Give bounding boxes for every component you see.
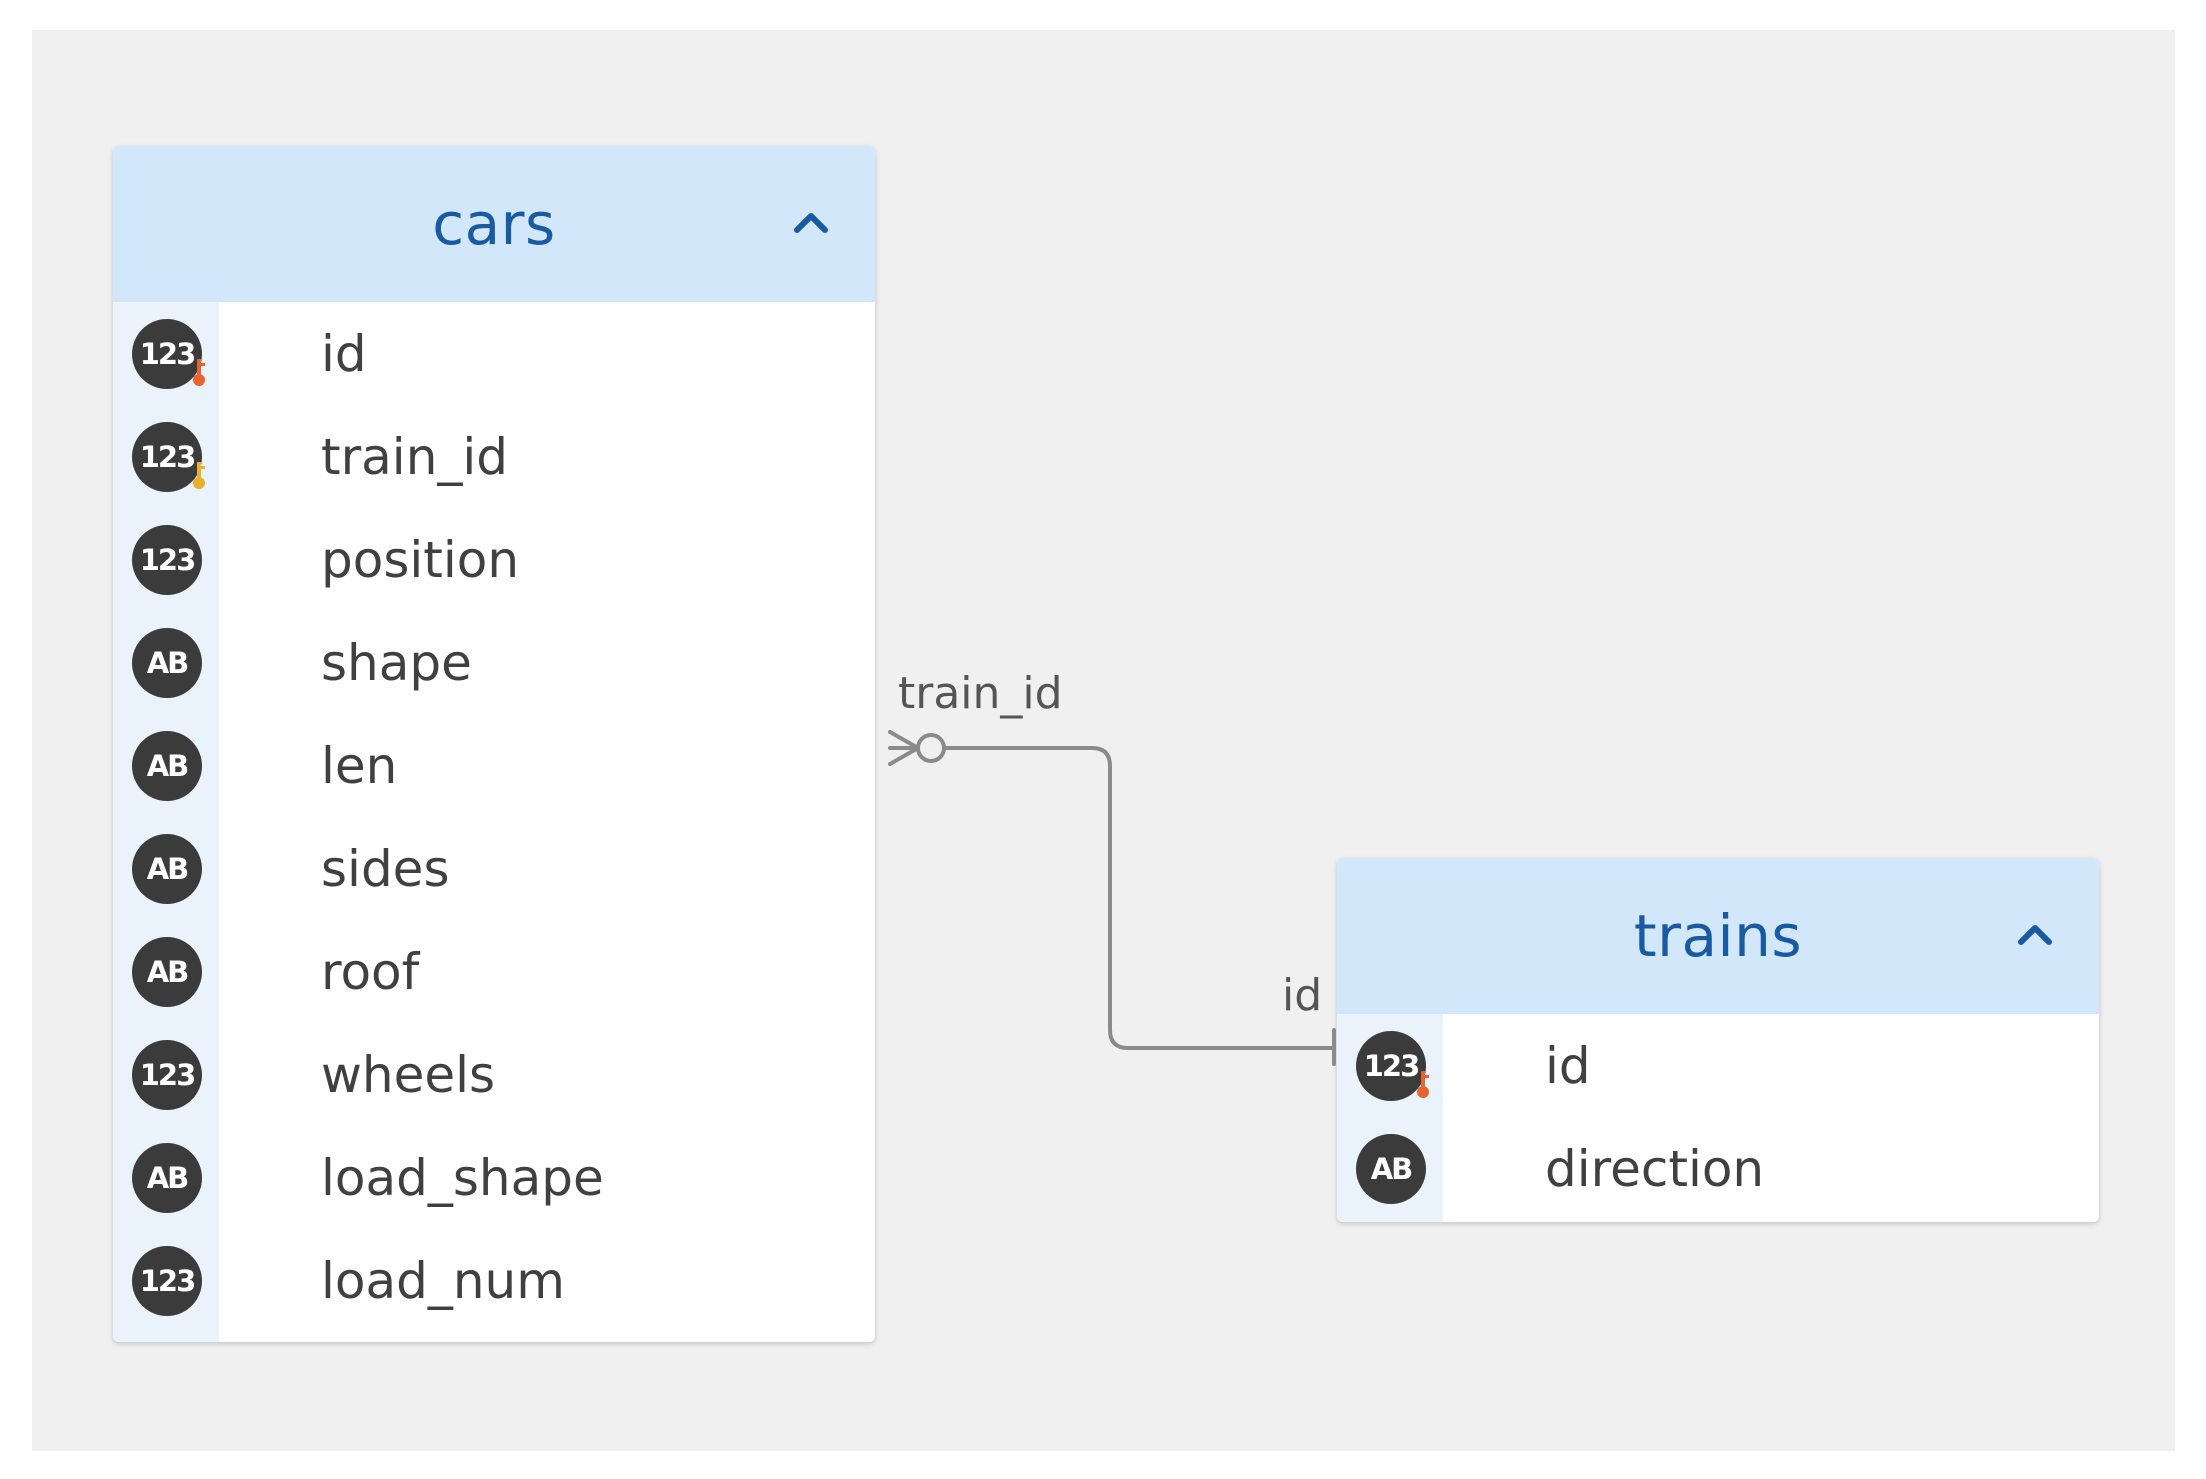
column-row[interactable]: 123 id — [1337, 1014, 2099, 1117]
column-name: sides — [321, 839, 450, 898]
column-row[interactable]: AB sides — [113, 817, 875, 920]
column-row[interactable]: 123 position — [113, 508, 875, 611]
column-row[interactable]: AB load_shape — [113, 1126, 875, 1229]
column-name: len — [321, 736, 398, 795]
type-icon-label: 123 — [139, 336, 197, 371]
type-icon-label: AB — [146, 748, 190, 783]
type-icon-label: AB — [146, 1160, 190, 1195]
type-icon-label: AB — [146, 645, 190, 680]
type-icon-label: AB — [1370, 1151, 1414, 1186]
primary-key-icon — [1417, 1070, 1429, 1098]
text-type-icon: AB — [132, 627, 202, 698]
column-name: id — [1545, 1036, 1591, 1095]
relationship-from-label: train_id — [898, 668, 1063, 719]
column-row[interactable]: 123 load_num — [113, 1229, 875, 1332]
foreign-key-icon — [193, 461, 205, 489]
relationship-to-label: id — [1282, 970, 1323, 1021]
chevron-up-icon[interactable] — [2017, 916, 2053, 952]
type-icon-label: 123 — [139, 439, 197, 474]
numeric-type-icon: 123 — [132, 318, 205, 389]
column-name: shape — [321, 633, 472, 692]
column-row[interactable]: 123 wheels — [113, 1023, 875, 1126]
numeric-type-icon: 123 — [132, 1245, 202, 1316]
column-row[interactable]: AB direction — [1337, 1117, 2099, 1220]
type-icon-label: AB — [146, 851, 190, 886]
column-row[interactable]: 123 train_id — [113, 405, 875, 508]
text-type-icon: AB — [132, 730, 202, 801]
type-icon-label: 123 — [139, 542, 197, 577]
numeric-type-icon: 123 — [1356, 1030, 1429, 1101]
column-name: wheels — [321, 1045, 496, 1104]
entity-header[interactable]: trains — [1337, 858, 2099, 1014]
column-name: position — [321, 530, 520, 589]
type-icon-label: 123 — [139, 1057, 197, 1092]
column-name: direction — [1545, 1139, 1765, 1198]
column-name: train_id — [321, 427, 509, 486]
chevron-up-icon[interactable] — [793, 204, 829, 240]
column-name: load_num — [321, 1251, 565, 1310]
crows-foot-zero-many-icon — [888, 730, 946, 766]
column-row[interactable]: 123 id — [113, 302, 875, 405]
entity-header[interactable]: cars — [113, 146, 875, 302]
text-type-icon: AB — [1356, 1133, 1426, 1204]
column-name: id — [321, 324, 367, 383]
type-icon-label: AB — [146, 954, 190, 989]
entity-title: trains — [1633, 902, 1803, 970]
column-row[interactable]: AB roof — [113, 920, 875, 1023]
relationship-line — [942, 746, 1336, 1050]
column-row[interactable]: AB shape — [113, 611, 875, 714]
numeric-type-icon: 123 — [132, 421, 205, 492]
column-row[interactable]: AB len — [113, 714, 875, 817]
column-name: load_shape — [321, 1148, 604, 1207]
entity-title: cars — [432, 190, 556, 258]
numeric-type-icon: 123 — [132, 524, 202, 595]
text-type-icon: AB — [132, 833, 202, 904]
text-type-icon: AB — [132, 936, 202, 1007]
text-type-icon: AB — [132, 1142, 202, 1213]
numeric-type-icon: 123 — [132, 1039, 202, 1110]
type-icon-label: 123 — [1363, 1048, 1421, 1083]
type-icon-label: 123 — [139, 1263, 197, 1298]
column-name: roof — [321, 942, 420, 1001]
primary-key-icon — [193, 358, 205, 386]
